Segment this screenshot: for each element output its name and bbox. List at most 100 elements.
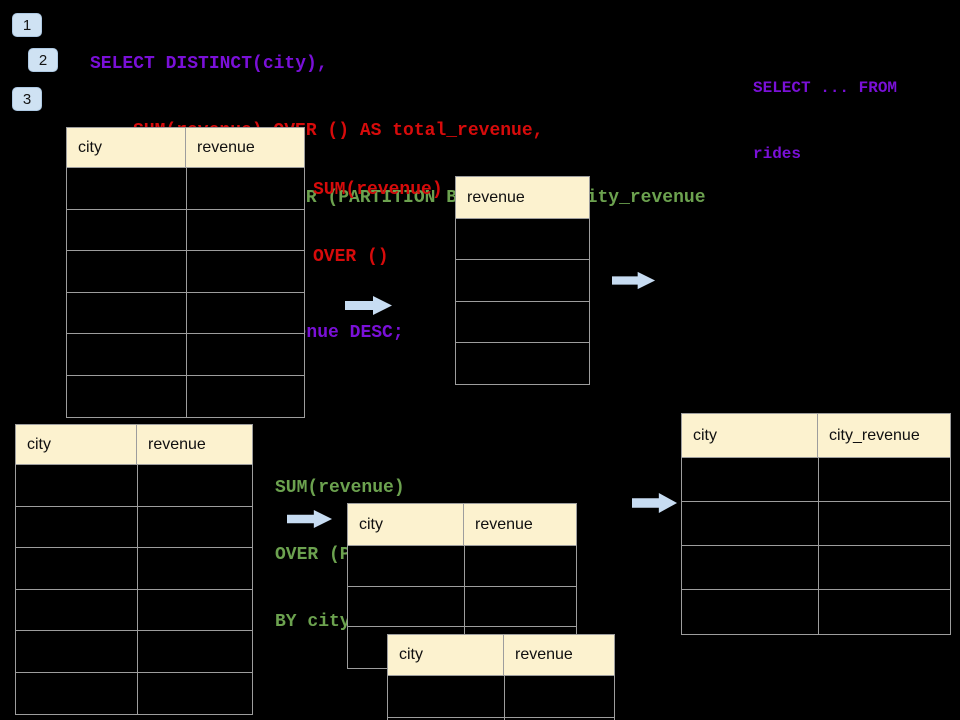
table-row (16, 506, 252, 548)
table-row (16, 548, 252, 590)
table-row (348, 586, 576, 627)
table-header-row: city revenue (16, 425, 252, 465)
step-badge-1: 1 (12, 13, 42, 37)
table-cell (137, 506, 252, 547)
step-badge-2: 2 (28, 48, 58, 72)
table-cell (16, 548, 137, 589)
table-row (348, 546, 576, 587)
table-row (456, 302, 589, 343)
column-header-city: city (67, 128, 186, 167)
table-row (682, 546, 950, 590)
table-cell (456, 302, 589, 342)
table-partition-step-front: city revenue (387, 634, 615, 720)
flow-arrow-icon (632, 492, 678, 514)
flow-arrow-icon (345, 295, 393, 316)
table-total-revenue-result: revenue (455, 176, 590, 386)
table-cell (464, 586, 576, 626)
table-cell (67, 210, 186, 251)
table-cell (67, 376, 186, 418)
column-header-city: city (16, 425, 137, 464)
table-body (388, 676, 614, 720)
table-cell (682, 590, 818, 634)
table-cell (464, 546, 576, 586)
table-row (16, 465, 252, 507)
table-cell (137, 465, 252, 506)
table-cell (456, 260, 589, 300)
table-row (67, 251, 304, 293)
table-cell (137, 631, 252, 672)
step-badge-3: 3 (12, 87, 42, 111)
flow-arrow-icon (612, 271, 656, 290)
table-cell (186, 334, 304, 375)
flow-arrow-icon (287, 509, 333, 529)
table-cell (137, 672, 252, 714)
table-row (682, 502, 950, 546)
table-cell (818, 590, 950, 634)
table-header-row: city city_revenue (682, 414, 950, 458)
table-row (16, 631, 252, 673)
table-row (388, 676, 614, 718)
table-cell (186, 251, 304, 292)
table-cell (682, 502, 818, 545)
table-cell (818, 546, 950, 589)
column-header-city: city (682, 414, 818, 457)
table-row (456, 260, 589, 302)
table-cell (186, 375, 304, 417)
table-cell (682, 458, 818, 501)
column-header-city: city (348, 504, 464, 545)
table-source-bottom: city revenue (15, 424, 253, 715)
table-cell (67, 293, 186, 334)
table-body (456, 219, 589, 384)
table-header-row: city revenue (348, 504, 576, 546)
column-header-revenue: revenue (475, 515, 533, 533)
side-note-line-2: rides (753, 145, 802, 163)
column-header-revenue: revenue (467, 188, 525, 206)
table-body (16, 465, 252, 714)
table-cell (186, 168, 304, 209)
table-row (67, 168, 304, 210)
side-note-line-1: SELECT ... FROM (753, 79, 898, 97)
table-header-row: revenue (456, 177, 589, 219)
table-row (682, 590, 950, 634)
table-cell (388, 676, 504, 717)
table-cell (504, 676, 614, 717)
table-cell (137, 548, 252, 589)
table-cell (67, 251, 186, 292)
table-source-top: city revenue (66, 127, 305, 418)
table-cell (186, 209, 304, 250)
table-body (682, 458, 950, 634)
table-row (67, 334, 304, 376)
table-row (16, 672, 252, 715)
table-cell (16, 465, 137, 506)
table-cell (16, 507, 137, 548)
table-header-row: city revenue (388, 635, 614, 676)
side-note-select-from: SELECT ... FROM rides (753, 33, 897, 209)
table-cell (67, 334, 186, 375)
table-row (682, 458, 950, 502)
table-cell (682, 546, 818, 589)
table-cell (456, 343, 589, 384)
column-header-city: city (388, 635, 504, 675)
table-cell (137, 589, 252, 630)
table-cell (16, 673, 137, 715)
column-header-revenue: revenue (515, 646, 573, 663)
table-row (16, 589, 252, 631)
annotation-line-1: SUM(revenue) (275, 477, 405, 498)
table-cell (818, 458, 950, 501)
annotation-line-2: OVER () (313, 247, 389, 268)
table-cell (456, 219, 589, 259)
column-header-revenue: revenue (197, 138, 255, 156)
table-cell (348, 587, 464, 627)
table-row (67, 209, 304, 251)
table-cell (818, 502, 950, 545)
table-cell (16, 590, 137, 631)
table-cell (504, 718, 614, 720)
table-row (67, 375, 304, 418)
table-row (67, 292, 304, 334)
table-cell (67, 168, 186, 209)
table-body (67, 168, 304, 417)
annotation-line-1: SUM(revenue) (313, 179, 443, 200)
table-row (456, 219, 589, 261)
annotation-sum-over-total: SUM(revenue) OVER () (313, 134, 443, 313)
